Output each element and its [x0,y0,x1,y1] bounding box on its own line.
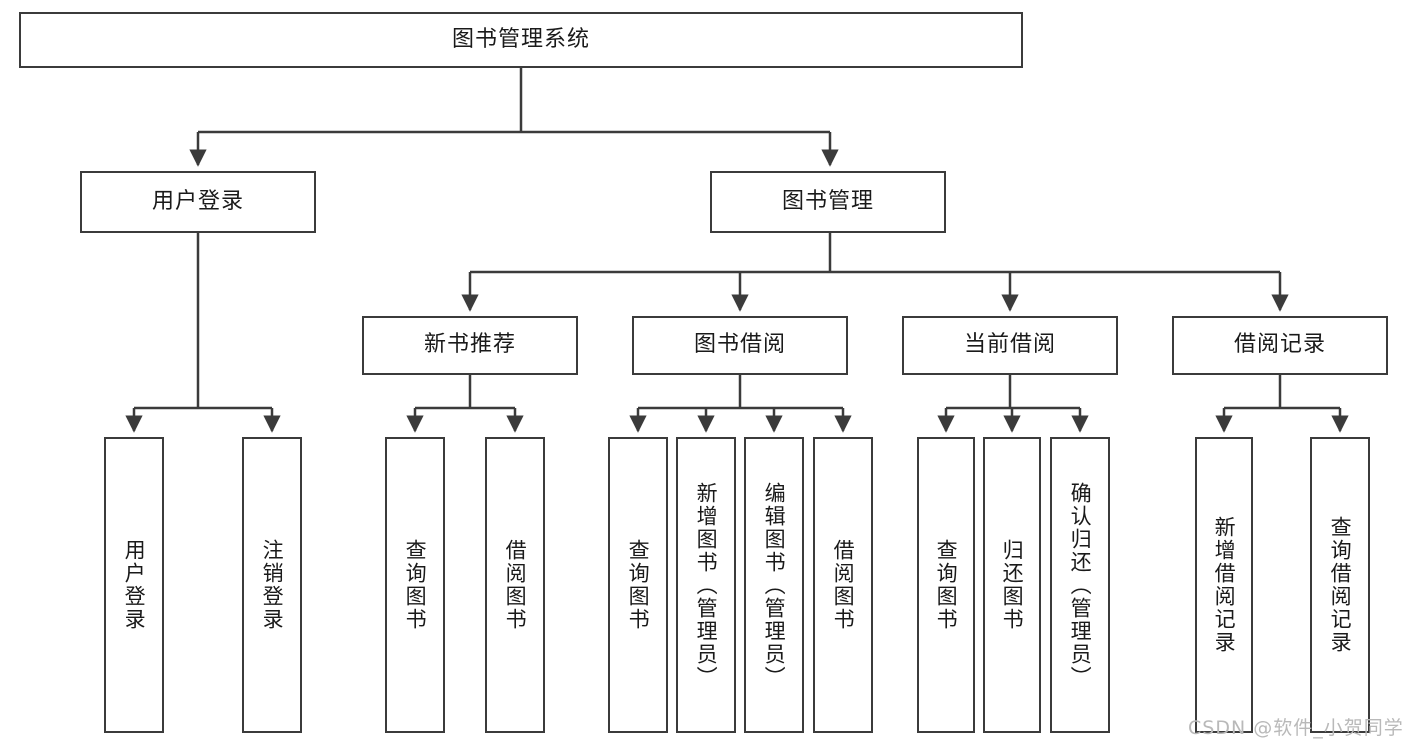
node-leaf-borrow-book-rec[interactable]: 借阅图书 [485,437,545,733]
node-user-login[interactable]: 用户登录 [80,171,316,233]
node-user-login-label: 用户登录 [151,188,244,214]
node-book-borrow[interactable]: 图书借阅 [632,316,848,375]
node-leaf-confirm-return-admin-label: 确认归还（管理员） [1068,481,1093,689]
node-new-book-recommend-label: 新书推荐 [423,332,516,358]
node-leaf-add-book-admin-label: 新增图书（管理员） [694,481,719,689]
node-leaf-user-login-label: 用户登录 [122,539,147,631]
node-leaf-borrow-book-label: 借阅图书 [831,539,856,631]
node-leaf-user-logout[interactable]: 注销登录 [242,437,302,733]
node-leaf-add-borrow-record-label: 新增借阅记录 [1212,516,1237,654]
node-leaf-borrow-book-rec-label: 借阅图书 [503,539,528,631]
node-leaf-query-book-current[interactable]: 查询图书 [917,437,975,733]
node-borrow-record-label: 借阅记录 [1233,332,1326,358]
node-current-borrow[interactable]: 当前借阅 [902,316,1118,375]
node-root-label: 图书管理系统 [451,26,590,52]
node-leaf-query-book-rec[interactable]: 查询图书 [385,437,445,733]
node-leaf-confirm-return-admin[interactable]: 确认归还（管理员） [1050,437,1110,733]
node-book-manage[interactable]: 图书管理 [710,171,946,233]
node-leaf-query-book-current-label: 查询图书 [934,539,959,631]
watermark: CSDN @软件_小贺同学 [1188,717,1404,739]
node-leaf-user-login[interactable]: 用户登录 [104,437,164,733]
node-leaf-return-book[interactable]: 归还图书 [983,437,1041,733]
node-leaf-query-borrow-record[interactable]: 查询借阅记录 [1310,437,1370,733]
node-leaf-query-book-borrow-label: 查询图书 [626,539,651,631]
node-borrow-record[interactable]: 借阅记录 [1172,316,1388,375]
node-new-book-recommend[interactable]: 新书推荐 [362,316,578,375]
node-current-borrow-label: 当前借阅 [963,332,1056,358]
node-root[interactable]: 图书管理系统 [19,12,1023,68]
node-leaf-add-book-admin[interactable]: 新增图书（管理员） [676,437,736,733]
node-leaf-add-borrow-record[interactable]: 新增借阅记录 [1195,437,1253,733]
node-book-borrow-label: 图书借阅 [693,332,786,358]
node-leaf-borrow-book[interactable]: 借阅图书 [813,437,873,733]
node-leaf-query-book-borrow[interactable]: 查询图书 [608,437,668,733]
node-leaf-query-book-rec-label: 查询图书 [403,539,428,631]
node-leaf-user-logout-label: 注销登录 [260,539,285,631]
node-leaf-query-borrow-record-label: 查询借阅记录 [1328,516,1353,654]
node-book-manage-label: 图书管理 [781,188,874,214]
node-leaf-edit-book-admin[interactable]: 编辑图书（管理员） [744,437,804,733]
node-leaf-edit-book-admin-label: 编辑图书（管理员） [762,481,787,689]
node-leaf-return-book-label: 归还图书 [1000,539,1025,631]
